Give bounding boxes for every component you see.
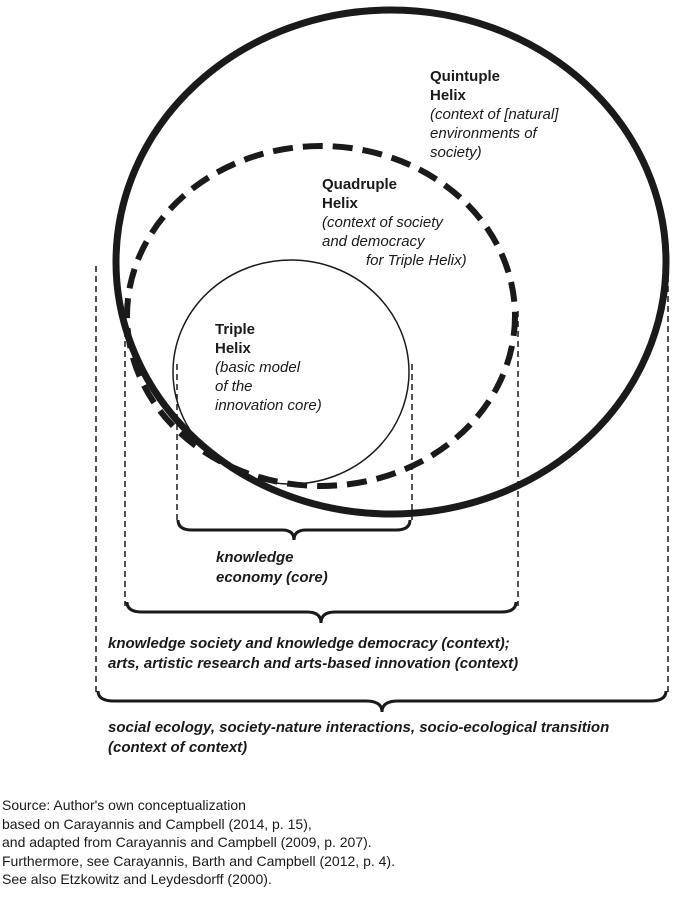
quintuple-desc-line-2: environments of xyxy=(430,125,537,142)
triple-desc-line-2: of the xyxy=(215,378,253,395)
core-caption-line-2: economy (core) xyxy=(216,569,328,586)
source-line-4: Furthermore, see Carayannis, Barth and C… xyxy=(2,852,395,869)
core-caption-line-1: knowledge xyxy=(216,549,294,566)
context-caption-line-2: arts, artistic research and arts-based i… xyxy=(108,655,519,672)
quadruple-desc-line-2: and democracy xyxy=(322,233,425,250)
core-brace xyxy=(176,519,412,541)
quadruple-title-line-2: Helix xyxy=(322,195,358,212)
core-caption: knowledge economy (core) xyxy=(216,548,328,588)
quadruple-helix-label: Quadruple Helix (context of society and … xyxy=(322,175,467,270)
context-of-context-brace xyxy=(96,690,668,713)
quintuple-helix-label: Quintuple Helix (context of [natural] en… xyxy=(430,67,558,162)
triple-title-line-2: Helix xyxy=(215,340,251,357)
quintuple-title-line-1: Quintuple xyxy=(430,68,500,85)
source-line-3: and adapted from Carayannis and Campbell… xyxy=(2,834,372,850)
context-of-context-line-1: social ecology, society-nature interacti… xyxy=(108,719,610,736)
quadruple-title-line-1: Quadruple xyxy=(322,176,398,193)
triple-title-line-1: Triple xyxy=(215,321,256,338)
source-note: Source: Author's own conceptualization b… xyxy=(2,796,395,889)
context-caption: knowledge society and knowledge democrac… xyxy=(108,634,518,674)
quadruple-desc-line-1: (context of society xyxy=(322,214,443,231)
triple-desc-line-3: innovation core) xyxy=(215,397,322,414)
quadruple-desc-line-3: for Triple Helix) xyxy=(366,252,467,269)
quintuple-title-line-2: Helix xyxy=(430,87,466,104)
triple-desc-line-1: (basic model xyxy=(215,359,301,376)
source-line-5: See also Etzkowitz and Leydesdorff (2000… xyxy=(2,871,272,887)
triple-helix-circle xyxy=(172,259,410,485)
guide-lines xyxy=(95,266,669,696)
context-caption-line-1: knowledge society and knowledge democrac… xyxy=(108,635,510,652)
quintuple-helix-circle xyxy=(112,6,670,518)
quintuple-desc-line-3: society) xyxy=(430,144,482,161)
source-line-1: Source: Author's own conceptualization xyxy=(2,797,246,813)
source-line-2: based on Carayannis and Campbell (2014, … xyxy=(2,815,312,832)
quintuple-desc-line-1: (context of [natural] xyxy=(430,106,559,123)
context-brace xyxy=(125,601,518,624)
context-of-context-caption: social ecology, society-nature interacti… xyxy=(108,718,609,758)
context-of-context-line-2: (context of context) xyxy=(108,739,248,756)
quadruple-helix-circle xyxy=(124,143,518,489)
triple-helix-label: Triple Helix (basic model of the innovat… xyxy=(215,320,322,415)
